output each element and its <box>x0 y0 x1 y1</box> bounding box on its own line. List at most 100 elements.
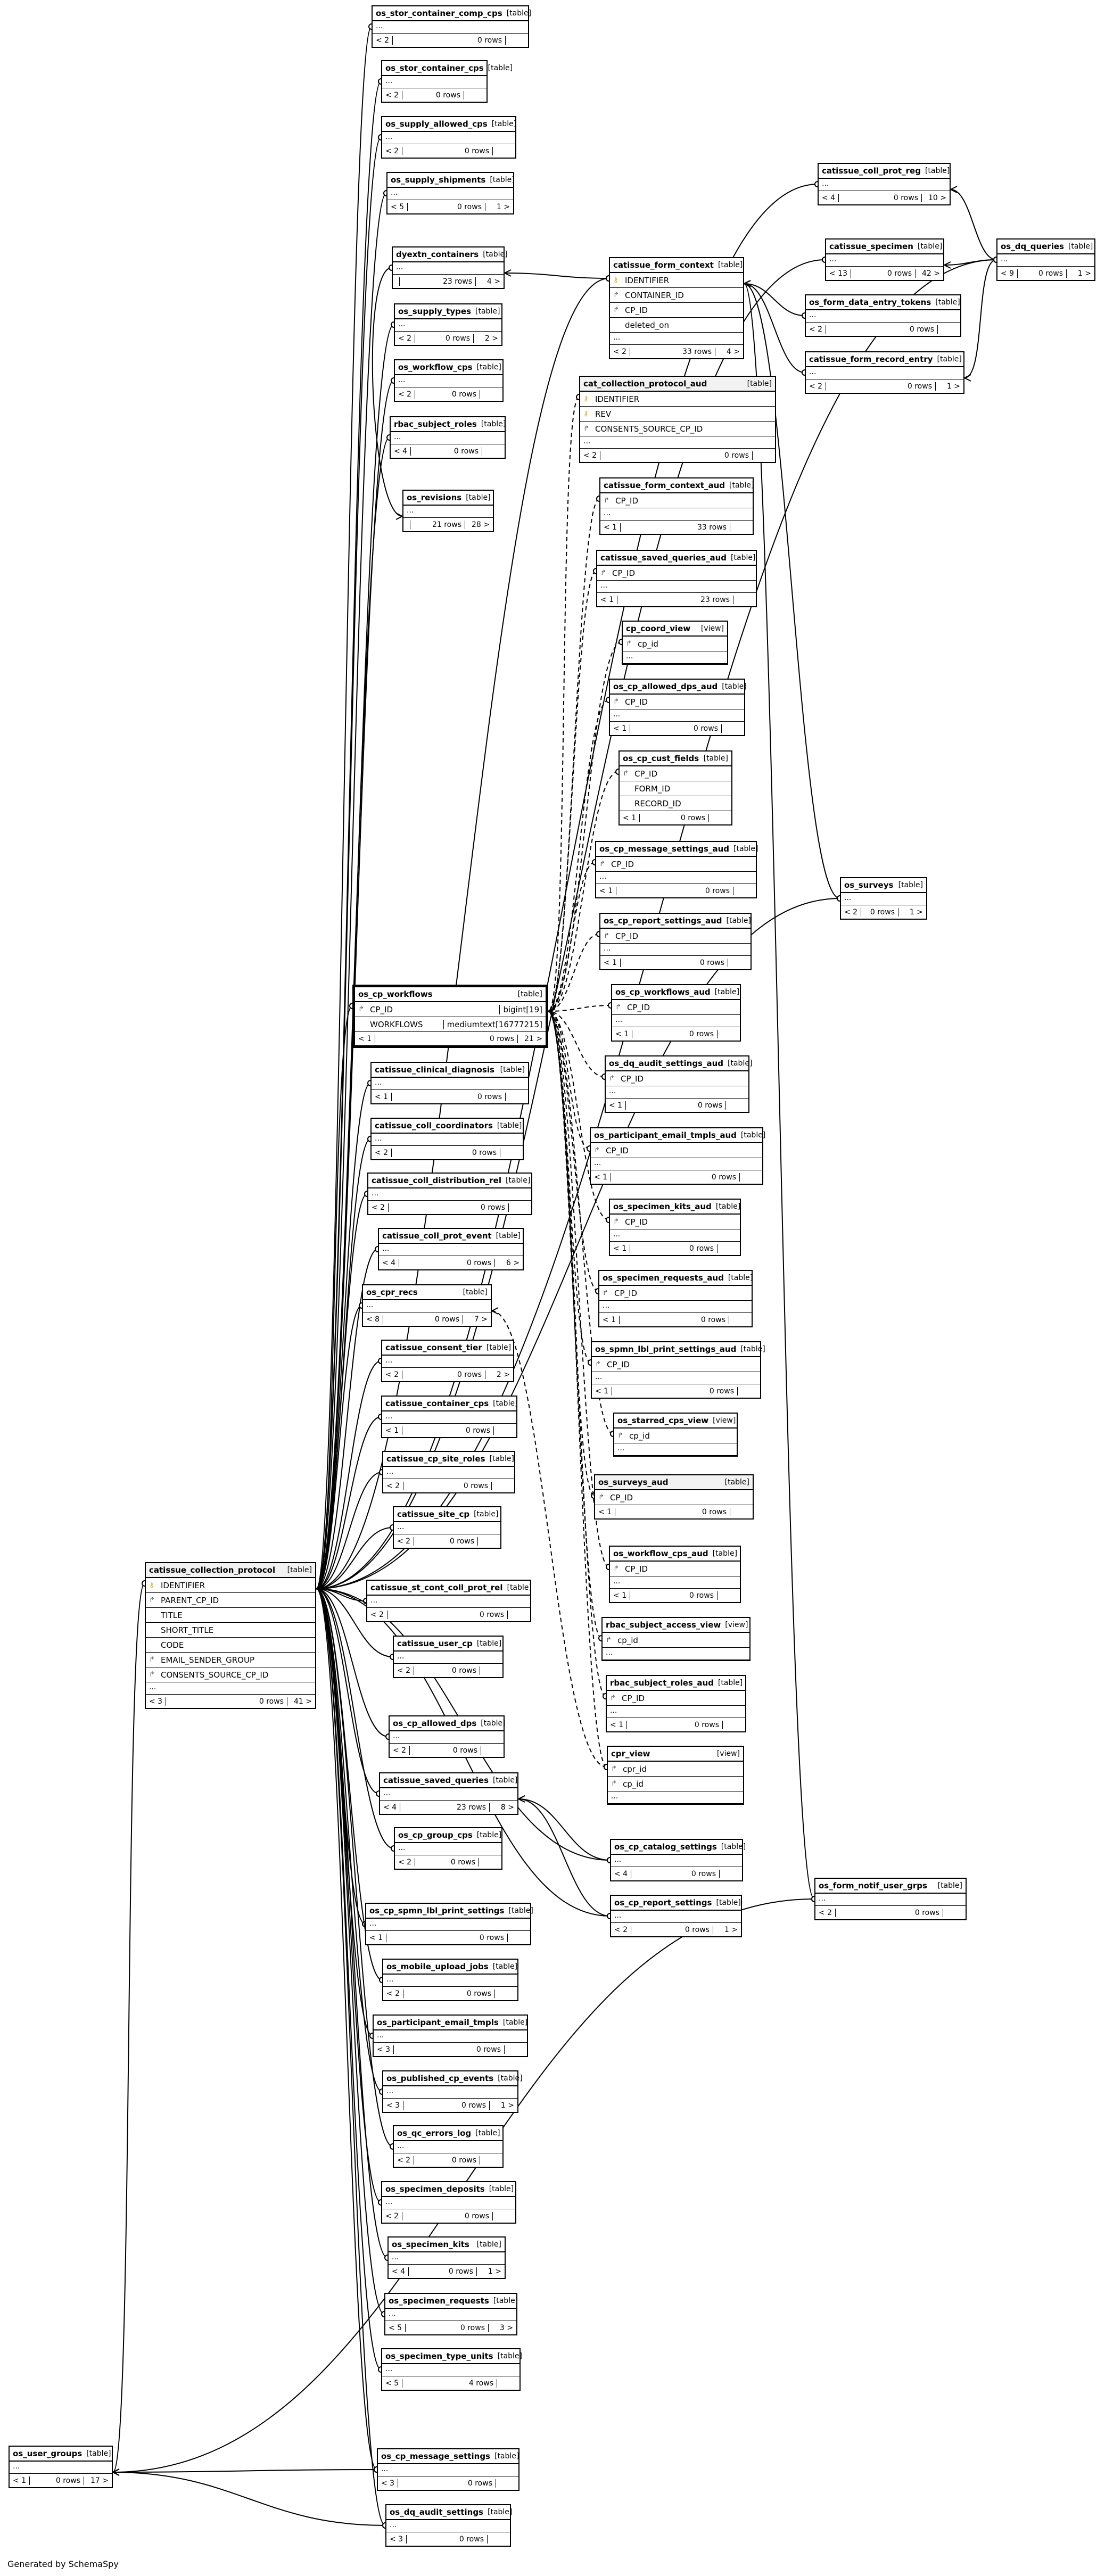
table-header[interactable]: catissue_collection_protocol[table] <box>146 1563 315 1578</box>
column-row[interactable]: ⚷IDENTIFIER <box>580 392 775 407</box>
column-row[interactable]: SHORT_TITLE <box>146 1623 315 1638</box>
table-cp-coord-view[interactable]: cp_coord_view[view]↱cp_id... <box>622 621 728 665</box>
table-name[interactable]: catissue_saved_queries <box>383 1776 489 1785</box>
column-row[interactable]: ⚷IDENTIFIER <box>610 273 743 288</box>
parents-count[interactable]: < 1 <box>599 886 613 895</box>
column-row[interactable]: ↱CONSENTS_SOURCE_CP_ID <box>580 422 775 436</box>
parents-count[interactable]: < 4 <box>383 1803 397 1812</box>
parents-count[interactable]: < 2 <box>397 1666 411 1675</box>
table-name[interactable]: os_cp_cust_fields <box>623 754 699 763</box>
column-row[interactable]: TITLE <box>146 1608 315 1623</box>
parents-count[interactable]: < 2 <box>583 451 597 460</box>
table-name[interactable]: os_cp_workflows <box>358 989 433 999</box>
table-header[interactable]: catissue_cp_site_roles[table] <box>383 1452 514 1467</box>
table-header[interactable]: os_specimen_kits_aud[table] <box>610 1200 740 1215</box>
parents-count[interactable]: < 1 <box>604 958 617 967</box>
table-name[interactable]: catissue_saved_queries_aud <box>600 553 727 563</box>
table-header[interactable]: os_cp_allowed_dps_aud[table] <box>610 680 747 695</box>
table-name[interactable]: catissue_site_cp <box>397 1509 470 1519</box>
children-count[interactable]: 41 > <box>294 1697 312 1706</box>
table-name[interactable]: os_cp_report_settings <box>614 1898 712 1908</box>
table-header[interactable]: cat_collection_protocol_aud[table] <box>580 377 775 392</box>
parents-count[interactable]: < 2 <box>844 907 858 917</box>
column-row[interactable]: ↱CONSENTS_SOURCE_CP_ID <box>146 1667 315 1682</box>
table-header[interactable]: catissue_coll_prot_reg[table] <box>819 164 950 179</box>
column-row[interactable]: ↱CP_ID <box>610 1215 740 1229</box>
table-header[interactable]: os_supply_shipments[table] <box>387 173 515 188</box>
table-header[interactable]: catissue_saved_queries_aud[table] <box>597 551 756 566</box>
table-header[interactable]: catissue_container_cps[table] <box>382 1397 518 1411</box>
table-header[interactable]: os_qc_errors_log[table] <box>394 2126 502 2141</box>
column-row[interactable]: ↱CP_ID <box>592 1357 760 1372</box>
table-name[interactable]: os_cp_spmn_lbl_print_settings <box>369 1906 505 1916</box>
table-os-starred-cps-view[interactable]: os_starred_cps_view[view]↱cp_id... <box>613 1413 738 1457</box>
children-count[interactable]: 42 > <box>922 269 940 278</box>
table-name[interactable]: os_cp_allowed_dps_aud <box>613 682 718 691</box>
table-header[interactable]: os_supply_types[table] <box>395 304 501 319</box>
column-row[interactable]: RECORD_ID <box>620 796 731 811</box>
table-header[interactable]: os_form_data_entry_tokens[table] <box>806 295 960 310</box>
table-name[interactable]: catissue_st_cont_coll_prot_rel <box>370 1583 503 1592</box>
table-header[interactable]: os_published_cp_events[table] <box>383 2071 523 2086</box>
table-name[interactable]: os_qc_errors_log <box>397 2128 472 2138</box>
table-name[interactable]: os_form_data_entry_tokens <box>809 298 931 307</box>
table-name[interactable]: os_specimen_requests <box>389 2296 489 2306</box>
children-count[interactable]: 4 > <box>486 277 500 286</box>
parents-count[interactable]: < 5 <box>385 2379 399 2388</box>
column-row[interactable]: ↱cp_id <box>614 1429 737 1443</box>
table-cat-collection-protocol-aud[interactable]: cat_collection_protocol_aud[table]⚷IDENT… <box>579 376 776 463</box>
column-row[interactable]: ↱CP_ID <box>595 1490 753 1505</box>
table-header[interactable]: os_revisions[table] <box>403 491 493 506</box>
table-rbac-subject-roles-aud[interactable]: rbac_subject_roles_aud[table]↱CP_ID...< … <box>606 1675 746 1732</box>
table-header[interactable]: os_spmn_lbl_print_settings_aud[table] <box>592 1342 765 1357</box>
children-count[interactable]: 4 > <box>726 347 740 356</box>
table-header[interactable]: os_cp_report_settings[table] <box>611 1896 741 1911</box>
parents-count[interactable]: < 3 <box>390 2534 403 2544</box>
table-header[interactable]: os_cp_workflows_aud[table] <box>612 985 740 1000</box>
table-name[interactable]: catissue_form_context <box>613 260 714 270</box>
table-header[interactable]: os_form_notif_user_grps[table] <box>815 1879 966 1894</box>
table-name[interactable]: rbac_subject_roles_aud <box>610 1678 714 1688</box>
parents-count[interactable]: < 2 <box>398 334 412 343</box>
column-row[interactable]: deleted_on <box>610 318 743 333</box>
parents-count[interactable]: < 2 <box>386 1481 400 1490</box>
table-header[interactable]: os_specimen_kits[table] <box>389 2238 505 2252</box>
table-header[interactable]: os_cp_cust_fields[table] <box>620 752 731 766</box>
table-header[interactable]: os_cp_message_settings_aud[table] <box>596 842 758 857</box>
table-name[interactable]: os_specimen_requests_aud <box>603 1273 724 1283</box>
table-header[interactable]: catissue_site_cp[table] <box>394 1507 500 1522</box>
table-header[interactable]: catissue_coll_coordinators[table] <box>372 1119 523 1134</box>
children-count[interactable]: 2 > <box>484 334 498 343</box>
parents-count[interactable]: < 4 <box>614 1869 628 1878</box>
parents-count[interactable]: < 1 <box>375 1092 389 1101</box>
table-name[interactable]: catissue_coll_prot_event <box>382 1231 492 1241</box>
table-header[interactable]: catissue_coll_prot_event[table] <box>379 1229 523 1244</box>
parents-count[interactable]: < 2 <box>398 390 412 399</box>
parents-count[interactable]: < 2 <box>375 1148 389 1157</box>
table-header[interactable]: catissue_saved_queries[table] <box>380 1773 517 1788</box>
table-catissue-st-cont-coll-prot-rel[interactable]: catissue_st_cont_coll_prot_rel[table]...… <box>366 1580 532 1622</box>
table-name[interactable]: os_cp_message_settings <box>381 2451 490 2461</box>
table-name[interactable]: os_workflow_cps <box>398 362 473 372</box>
table-name[interactable]: os_cpr_recs <box>366 1287 418 1297</box>
table-header[interactable]: catissue_specimen[table] <box>826 240 943 254</box>
table-name[interactable]: catissue_cp_site_roles <box>386 1454 485 1464</box>
table-header[interactable]: catissue_user_cp[table] <box>394 1637 502 1652</box>
table-header[interactable]: os_dq_audit_settings[table] <box>386 2505 512 2520</box>
parents-count[interactable]: < 1 <box>623 813 637 822</box>
table-header[interactable]: os_cp_report_settings_aud[table] <box>600 914 751 929</box>
table-header[interactable]: os_cp_workflows[table] <box>355 987 546 1002</box>
